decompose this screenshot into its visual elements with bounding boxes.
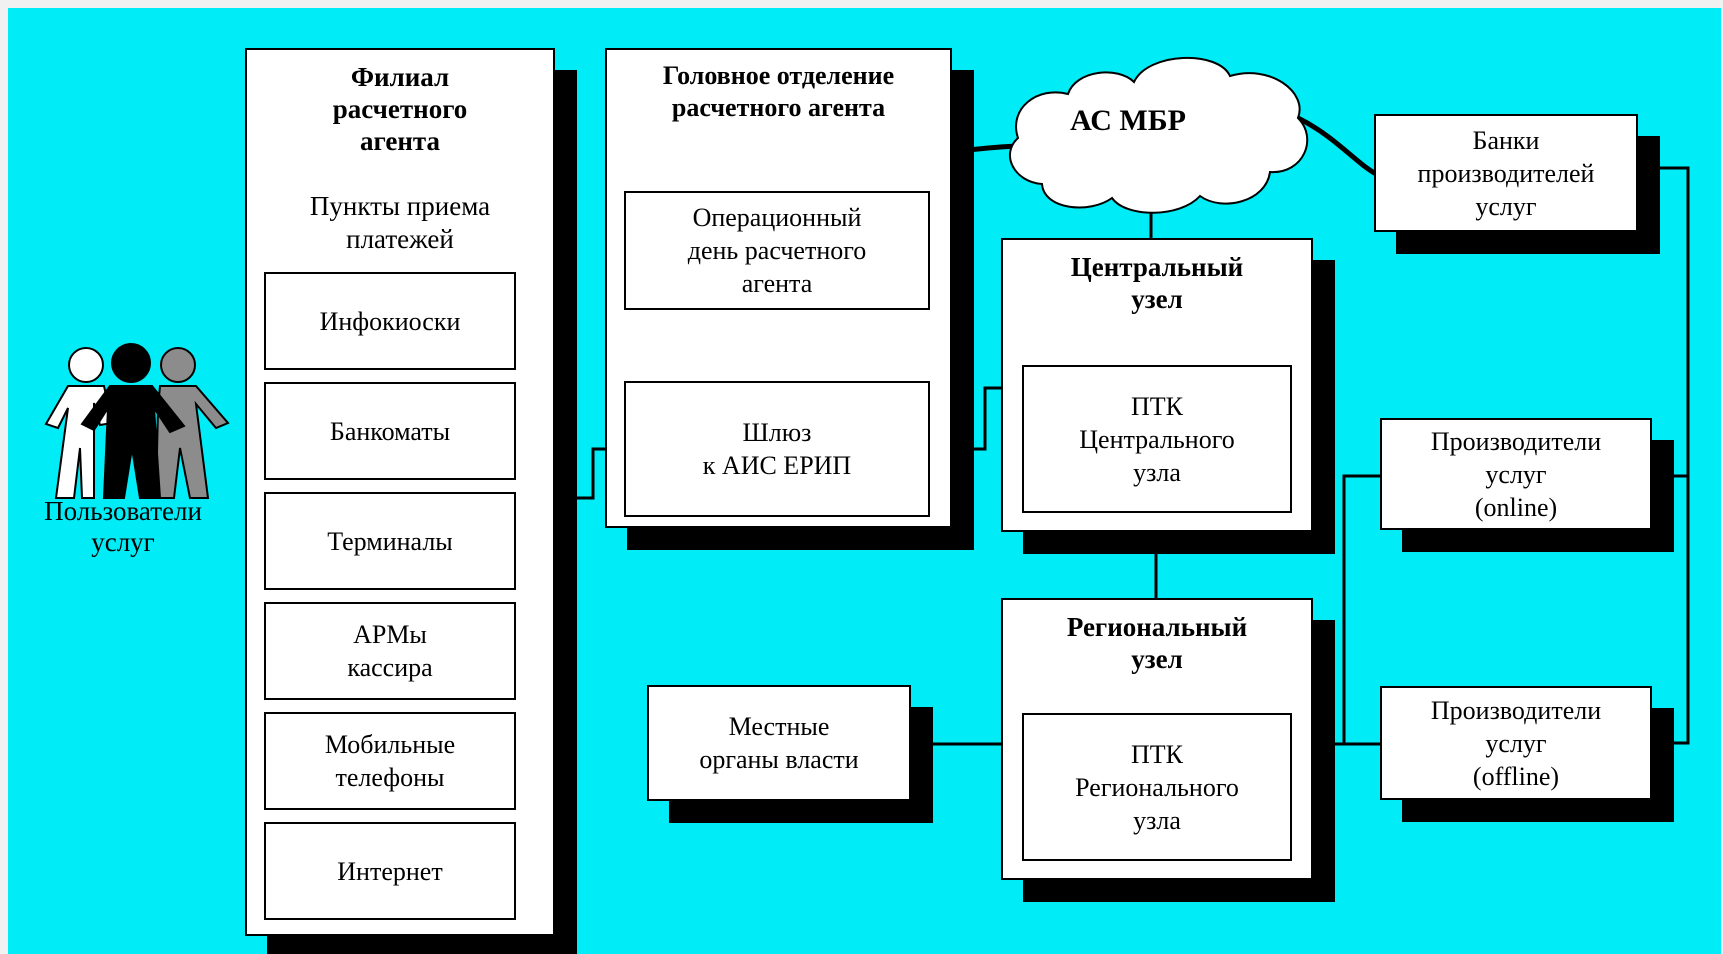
- cloud-to-banks-line: [1296, 115, 1382, 179]
- banks-box: Банки производителей услуг: [1374, 114, 1638, 232]
- point-atms: Банкоматы: [264, 382, 516, 480]
- providers-online-box: Производители услуг (online): [1380, 418, 1652, 530]
- point-terminals: Терминалы: [264, 492, 516, 590]
- user-figure-black: [80, 343, 186, 499]
- point-cashier-workstations: АРМы кассира: [264, 602, 516, 700]
- operday-box: Операционный день расчетного агента: [624, 191, 930, 310]
- diagram-canvas: АС МБР Пользователи услуг Филиал расчетн…: [8, 8, 1721, 954]
- connector-lines: [44, 57, 1690, 871]
- gateway-to-central-line: [930, 386, 1008, 451]
- user-figure-white: [44, 347, 114, 499]
- local-authorities-box: Местные органы власти: [647, 685, 911, 801]
- regional-ptk-box: ПТК Регионального узла: [1022, 713, 1292, 861]
- central-ptk-box: ПТК Центрального узла: [1022, 365, 1292, 513]
- users-label: Пользователи услуг: [44, 496, 202, 557]
- point-internet: Интернет: [264, 822, 516, 920]
- users-figures: [44, 343, 230, 499]
- central-node-title: Центральный узел: [1070, 252, 1244, 314]
- right-bus-line: [1632, 166, 1690, 745]
- regional-node-title: Региональный узел: [1066, 612, 1248, 674]
- point-mobile-phones: Мобильные телефоны: [264, 712, 516, 810]
- providers-offline-box: Производители услуг (offline): [1380, 686, 1652, 800]
- gateway-box: Шлюз к АИС ЕРИП: [624, 381, 930, 517]
- branch-title: Филиал расчетного агента: [332, 62, 468, 156]
- regional-to-online-line: [1342, 474, 1383, 744]
- cloud-shape: [1008, 57, 1309, 214]
- point-infokiosks: Инфокиоски: [264, 272, 516, 370]
- branch-subtitle: Пункты приема платежей: [309, 191, 491, 254]
- head-office-title: Головное отделение расчетного агента: [662, 61, 895, 122]
- cloud-label: АС МБР: [1070, 104, 1186, 137]
